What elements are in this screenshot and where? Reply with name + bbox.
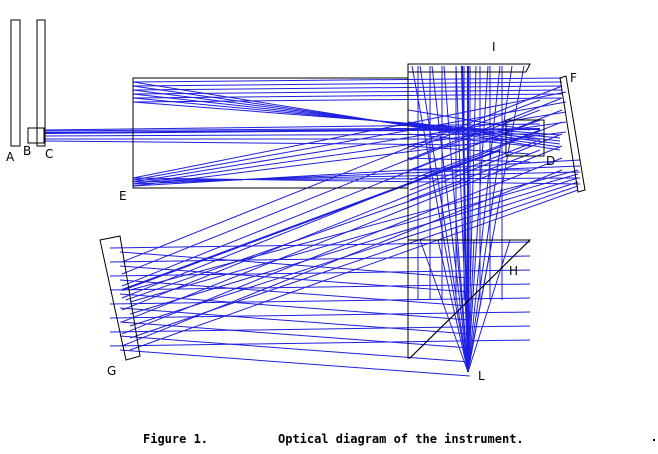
ray-line — [132, 93, 563, 99]
mirror-g — [99, 235, 141, 361]
ray-line — [407, 133, 531, 147]
label-i: I — [492, 40, 496, 54]
ray-line — [129, 177, 579, 315]
ray-line — [132, 177, 581, 185]
ray-line — [455, 239, 469, 373]
label-c: C — [45, 147, 53, 161]
label-d: D — [546, 154, 555, 168]
ray-line — [129, 169, 579, 291]
ray-line — [409, 129, 541, 181]
ray-line — [419, 239, 469, 373]
label-b: B — [23, 144, 31, 158]
element-b-slit — [27, 127, 45, 144]
ray-line — [132, 91, 567, 179]
ray-line — [119, 307, 471, 335]
ray-line — [409, 119, 541, 171]
ray-line — [109, 339, 531, 347]
ray-line — [129, 189, 579, 351]
corner-dot — [653, 439, 655, 441]
label-g: G — [107, 364, 116, 378]
ray-line — [431, 65, 469, 373]
ray-line — [129, 181, 579, 327]
ray-line — [121, 97, 563, 275]
ray-line — [411, 65, 469, 373]
ray-line — [125, 179, 471, 301]
ray-line — [467, 239, 511, 373]
ray-line — [43, 140, 471, 146]
ray-line — [409, 139, 541, 191]
ray-line — [109, 311, 531, 319]
ray-line — [121, 145, 563, 323]
ray-line — [43, 127, 471, 132]
ray-line — [43, 123, 541, 131]
ray-line — [129, 185, 579, 339]
ray-line — [119, 279, 471, 307]
ray-line — [132, 131, 567, 187]
ray-line — [132, 77, 563, 83]
mirror-f-d — [559, 75, 586, 193]
label-e: E — [119, 189, 127, 203]
ray-line — [119, 251, 471, 279]
ray-line — [119, 349, 471, 377]
element-a-plate — [10, 19, 21, 147]
ray-line — [409, 99, 541, 151]
ray-line — [467, 65, 477, 373]
ray-line — [132, 101, 567, 181]
ray-line — [119, 335, 471, 363]
ray-line — [119, 321, 471, 349]
optical-elements — [10, 19, 586, 361]
ray-line — [407, 121, 531, 139]
label-a: A — [6, 150, 15, 164]
ray-line — [409, 109, 541, 161]
ray-line — [121, 149, 501, 291]
ray-line — [407, 109, 531, 131]
ray-line — [109, 241, 531, 249]
label-h: H — [509, 264, 518, 278]
ray-line — [409, 149, 541, 201]
ray-line — [109, 255, 531, 263]
ray-line — [132, 177, 581, 181]
ray-line — [407, 145, 531, 155]
ray-line — [119, 265, 471, 293]
ray-line — [467, 239, 475, 373]
label-f: F — [570, 71, 577, 85]
ray-line — [419, 65, 469, 373]
ray-line — [132, 121, 567, 185]
element-c-plate — [36, 19, 46, 147]
figure-caption: Optical diagram of the instrument. — [278, 432, 524, 446]
ray-line — [437, 239, 469, 373]
mirror-d-plate — [505, 119, 545, 157]
ray-line — [119, 293, 471, 321]
ray-line — [467, 239, 493, 373]
prism-box-h-bottom — [409, 239, 531, 359]
label-l: L — [478, 369, 485, 383]
figure-number: Figure 1. — [143, 432, 208, 446]
ray-line — [121, 85, 563, 263]
ray-line — [467, 65, 489, 373]
ray-line — [121, 133, 563, 311]
light-rays — [43, 65, 581, 377]
ray-line — [132, 171, 581, 183]
ray-line — [43, 133, 541, 137]
beam-box-e — [132, 77, 409, 189]
ray-line — [109, 297, 531, 305]
ray-line — [129, 173, 579, 303]
